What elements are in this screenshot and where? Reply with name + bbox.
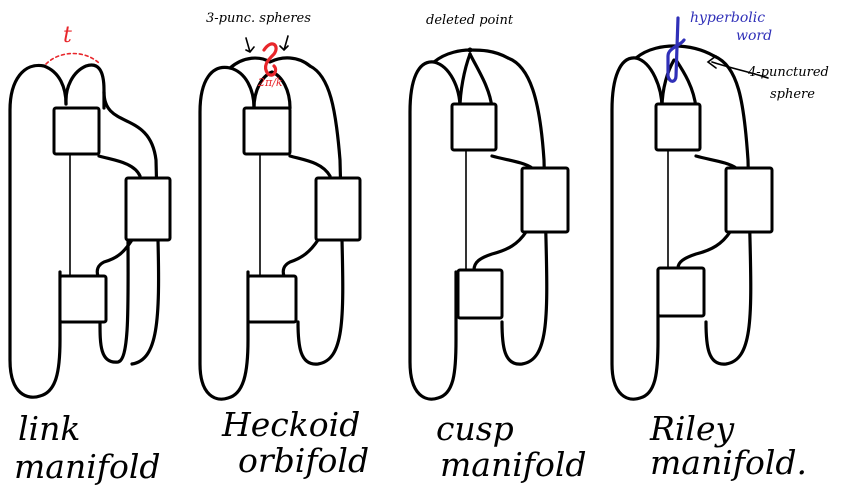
link-connector-a <box>97 154 142 178</box>
riley-hyperbolic-word-curve <box>666 16 686 83</box>
link-tangle-box-top <box>52 106 101 156</box>
riley-caption-line1: Riley <box>649 409 734 448</box>
heckoid-arrow-left <box>245 37 255 54</box>
cusp-caption-line2: manifold <box>440 445 587 484</box>
panel-riley-manifold: hyperbolic word 4-punctured sphere Riley… <box>610 10 829 482</box>
heckoid-connector-b <box>281 238 320 278</box>
cusp-inner-loop-left <box>458 52 472 110</box>
riley-outer-loop <box>610 56 664 401</box>
riley-inner-loop-right <box>674 58 698 110</box>
cusp-connector-a <box>490 154 534 170</box>
riley-note: hyperbolic <box>690 10 765 26</box>
riley-connector-a <box>694 154 738 170</box>
heckoid-right-outer <box>296 64 345 366</box>
riley-tangle-box-mid <box>724 166 774 234</box>
heckoid-connector-a <box>288 154 332 178</box>
link-connector-b <box>95 238 134 278</box>
link-note-t: t <box>63 23 72 48</box>
heckoid-tangle-box-top <box>242 106 292 156</box>
cusp-tangle-box-bottom <box>456 268 504 320</box>
riley-pointer-arrow <box>706 55 769 79</box>
cusp-caption-line1: cusp <box>436 409 514 448</box>
link-tangle-box-bottom <box>58 274 108 324</box>
riley-connector-b <box>676 230 732 270</box>
heckoid-tangle-box-bottom <box>246 274 298 324</box>
link-caption-line1: link <box>18 409 80 448</box>
riley-note-line2: word <box>736 28 772 44</box>
heckoid-caption-line1: Heckoid <box>221 405 360 444</box>
cusp-note: deleted point <box>426 13 514 28</box>
riley-caption-line2: manifold. <box>650 443 807 482</box>
link-caption-line2: manifold <box>14 447 161 486</box>
heckoid-arrow-right <box>279 35 289 52</box>
panel-link-manifold: t link manifold <box>8 23 172 486</box>
link-right-loop <box>98 226 130 364</box>
cusp-right-outer <box>500 56 549 366</box>
heckoid-outer-loop <box>198 65 256 401</box>
riley-tangle-box-bottom <box>656 266 706 318</box>
heckoid-top-arc <box>228 56 312 70</box>
riley-tangle-box-top <box>654 102 702 152</box>
heckoid-sub-note: 2π/k <box>257 76 283 89</box>
riley-right-outer <box>704 54 753 366</box>
heckoid-inner-loop <box>252 70 292 110</box>
cusp-outer-loop <box>408 60 462 401</box>
heckoid-note: 3-punc. spheres <box>206 11 311 26</box>
cusp-tangle-box-mid <box>520 166 570 234</box>
link-tangle-box-mid <box>124 176 172 242</box>
heckoid-tangle-box-mid <box>314 176 362 242</box>
panel-cusp-manifold: deleted point cusp manifold <box>408 13 587 484</box>
heckoid-red-cone-loop <box>262 42 278 77</box>
riley-side-note: 4-punctured <box>747 65 829 80</box>
panel-heckoid-orbifold: 3-punc. spheres 2π/k Heckoid orbifold <box>198 11 369 480</box>
cusp-inner-loop-right <box>468 52 494 110</box>
link-mid-loop <box>64 63 106 110</box>
cusp-deleted-point <box>467 47 473 53</box>
heckoid-caption-line2: orbifold <box>238 441 369 480</box>
link-red-dashed-arc <box>45 52 101 65</box>
cusp-tangle-box-top <box>450 102 498 152</box>
riley-side-note-line2: sphere <box>770 87 815 102</box>
cusp-connector-b <box>472 230 528 272</box>
link-outer-loop <box>8 63 68 399</box>
